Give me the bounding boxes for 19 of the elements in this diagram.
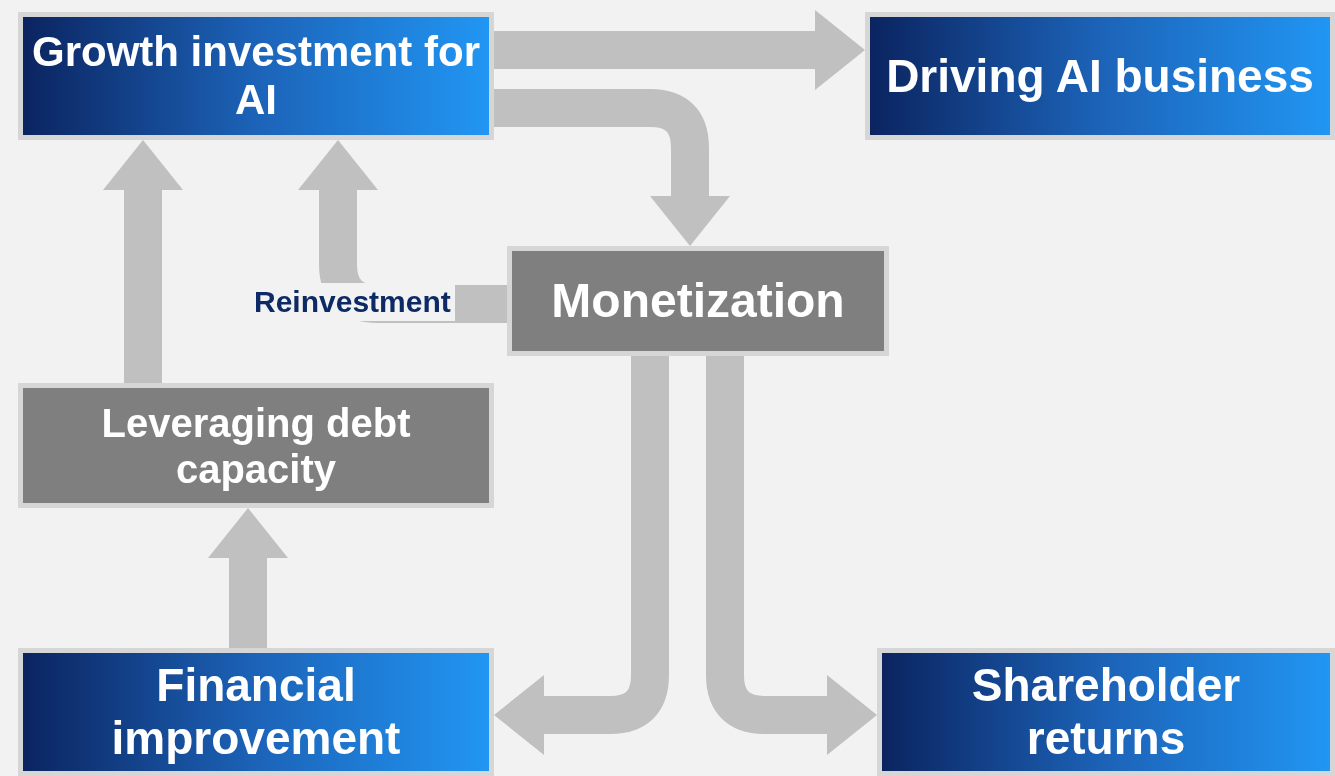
process-box [877,648,1335,776]
process-box [865,12,1335,140]
arrow [208,508,288,648]
process-box [18,383,494,508]
arrow [706,356,877,755]
arrow [494,89,730,246]
box-label: Leveraging debt capacity [100,399,412,492]
arrow [494,10,865,90]
process-box [18,12,494,140]
box-label: Growth investment for AI [30,27,481,125]
box-label: Financial improvement [110,659,402,765]
arrow [494,356,669,755]
box-label: Shareholder returns [970,659,1242,765]
arrow [298,140,507,323]
process-box [507,246,889,356]
arrow [103,140,183,383]
process-box [18,648,494,776]
box-label: Monetization [550,273,846,329]
box-label: Driving AI business [885,49,1315,103]
